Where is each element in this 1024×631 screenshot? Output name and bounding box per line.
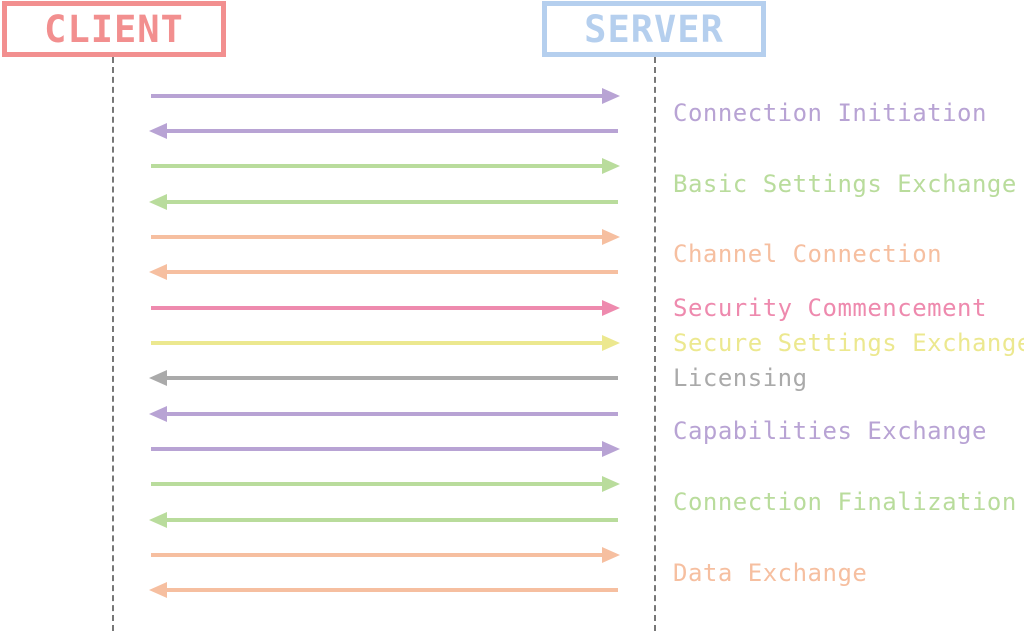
message-arrow-5 xyxy=(151,229,620,245)
message-arrow-15 xyxy=(149,582,618,598)
client-lifeline xyxy=(112,57,114,631)
arrow-head xyxy=(602,88,620,104)
server-label: SERVER xyxy=(584,7,724,51)
message-arrow-8 xyxy=(151,335,620,351)
client-actor-box: CLIENT xyxy=(2,1,226,57)
phase-label-security-commencement: Security Commencement xyxy=(673,294,987,322)
arrow-head xyxy=(149,194,167,210)
arrow-head xyxy=(149,123,167,139)
server-lifeline xyxy=(654,57,656,631)
phase-label-secure-settings-exchange: Secure Settings Exchange xyxy=(673,329,1024,357)
arrow-head xyxy=(149,264,167,280)
phase-label-basic-settings-exchange: Basic Settings Exchange xyxy=(673,170,1017,198)
arrow-head xyxy=(602,229,620,245)
arrow-head xyxy=(602,441,620,457)
arrow-head xyxy=(149,512,167,528)
phase-label-connection-finalization: Connection Finalization xyxy=(673,488,1017,516)
arrow-head xyxy=(602,158,620,174)
message-arrow-1 xyxy=(151,88,620,104)
message-arrow-11 xyxy=(151,441,620,457)
message-arrow-2 xyxy=(149,123,618,139)
phase-label-channel-connection: Channel Connection xyxy=(673,240,943,268)
message-arrow-10 xyxy=(149,406,618,422)
message-arrow-7 xyxy=(151,300,620,316)
arrow-head xyxy=(602,547,620,563)
message-arrow-14 xyxy=(151,547,620,563)
message-arrow-6 xyxy=(149,264,618,280)
arrow-head xyxy=(149,582,167,598)
message-arrow-3 xyxy=(151,158,620,174)
server-actor-box: SERVER xyxy=(542,1,766,57)
message-arrow-12 xyxy=(151,476,620,492)
phase-label-licensing: Licensing xyxy=(673,364,808,392)
phase-label-connection-initiation: Connection Initiation xyxy=(673,99,987,127)
phase-label-data-exchange: Data Exchange xyxy=(673,559,868,587)
client-label: CLIENT xyxy=(44,7,184,51)
arrow-head xyxy=(149,370,167,386)
arrow-head xyxy=(602,300,620,316)
message-arrow-13 xyxy=(149,512,618,528)
message-arrow-9 xyxy=(149,370,618,386)
arrow-head xyxy=(602,476,620,492)
arrow-head xyxy=(602,335,620,351)
message-arrow-4 xyxy=(149,194,618,210)
phase-label-capabilities-exchange: Capabilities Exchange xyxy=(673,417,987,445)
arrow-head xyxy=(149,406,167,422)
